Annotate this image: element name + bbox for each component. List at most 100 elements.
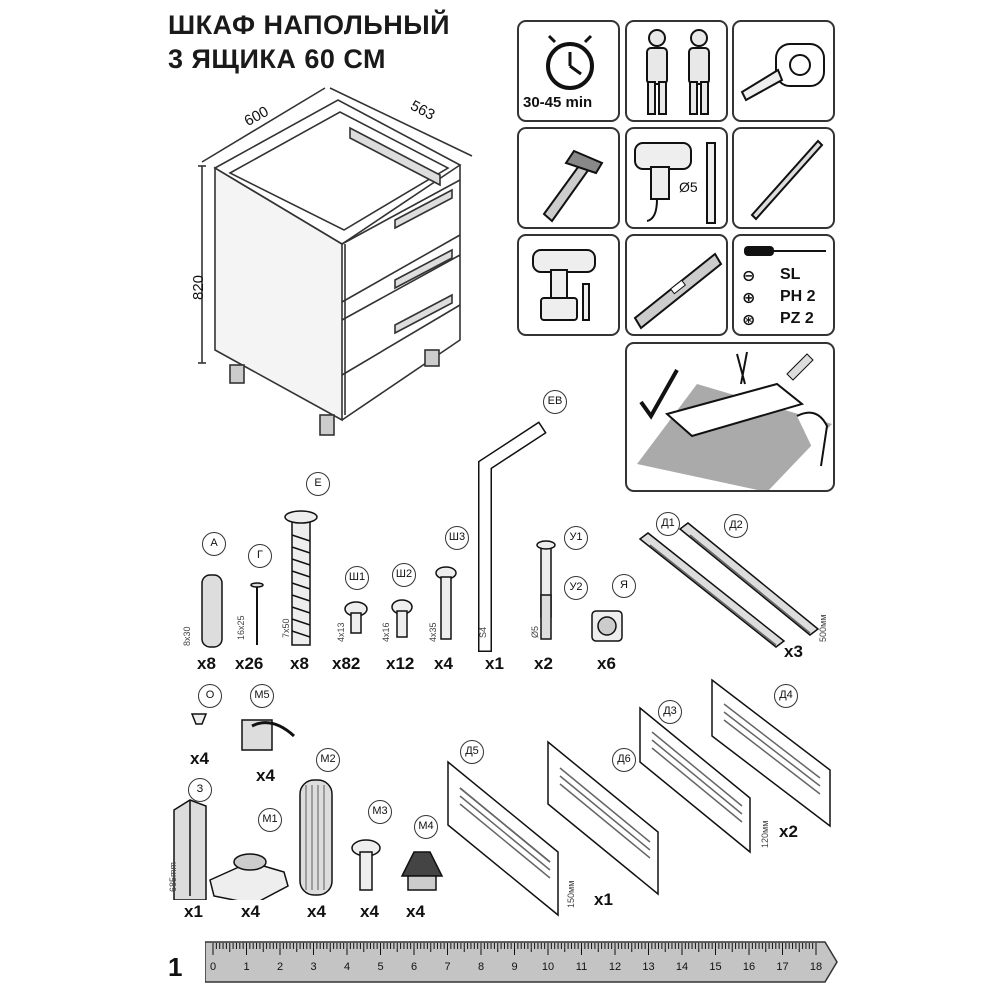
part-count-d12: x3 — [784, 642, 803, 661]
ph2-symbol: ⊕ — [742, 290, 756, 307]
part-size-eb: S4 — [478, 626, 488, 638]
pencil-icon — [750, 139, 824, 221]
part-label-d3: Д3 — [658, 700, 682, 724]
ruler-number: 5 — [377, 961, 383, 973]
part-label-d2: Д2 — [724, 514, 748, 538]
ruler-number: 1 — [243, 961, 249, 973]
part-count-m2: x4 — [307, 902, 326, 921]
part-label-u2: У2 — [564, 576, 588, 600]
part-count-sh3: x4 — [434, 654, 453, 673]
part-count-d56: x1 — [594, 890, 613, 909]
pz2-symbol: ⊛ — [742, 312, 756, 329]
ruler-number: 12 — [609, 961, 621, 973]
tile-cordless-drill — [517, 234, 620, 336]
part-size-d5: 150мм — [566, 880, 576, 908]
drill-bit-label: Ø5 — [679, 179, 698, 195]
part-label-g: Г — [248, 544, 272, 568]
part-label-u1: У1 — [564, 526, 588, 550]
part-size-d2: 500мм — [818, 614, 828, 642]
part-label-sh3: Ш3 — [445, 526, 469, 550]
ruler-number: 6 — [411, 961, 417, 973]
part-label-m1: М1 — [258, 808, 282, 832]
part-label-d1: Д1 — [656, 512, 680, 536]
part-count-m1: x4 — [241, 902, 260, 921]
part-size-sh1: 4x13 — [336, 622, 346, 642]
clock-icon — [546, 34, 594, 90]
tile-two-persons — [625, 20, 728, 122]
part-label-sh1: Ш1 — [345, 566, 369, 590]
part-size-a: 8x30 — [182, 626, 192, 646]
part-label-a: A — [202, 532, 226, 556]
part-count-eb: x1 — [485, 654, 504, 673]
title-line-1: ШКАФ НАПОЛЬНЫЙ — [168, 10, 451, 40]
part-count-g: x26 — [235, 654, 264, 673]
drawer-sides-drawing — [447, 678, 831, 917]
tile-screwdrivers: ⊖ SL ⊕ PH 2 ⊛ PZ 2 — [732, 234, 835, 336]
part-label-m3: М3 — [368, 800, 392, 824]
part-count-ya: x6 — [597, 654, 616, 673]
part-count-m4: x4 — [406, 902, 425, 921]
ruler-number: 7 — [444, 961, 450, 973]
part-count-sh2: x12 — [386, 654, 415, 673]
tile-unpacking — [625, 342, 835, 492]
part-count-d34: x2 — [779, 822, 798, 841]
part-count-e: x8 — [290, 654, 309, 673]
tile-drill: Ø5 — [625, 127, 728, 229]
page-number: 1 — [168, 952, 183, 982]
ruler-number: 9 — [511, 961, 517, 973]
part-count-z: x1 — [184, 902, 203, 921]
spirit-level-icon — [633, 252, 723, 330]
cordless-drill-icon — [532, 249, 596, 321]
tile-tape-measure — [732, 20, 835, 122]
part-count-m5: x4 — [256, 766, 275, 785]
hammer-icon — [542, 149, 604, 223]
sl-symbol: ⊖ — [742, 268, 756, 285]
part-size-g: 16x25 — [236, 615, 246, 640]
ruler-number: 0 — [210, 961, 216, 973]
tile-level — [625, 234, 728, 336]
part-count-sh1: x82 — [332, 654, 361, 673]
part-label-e: E — [306, 472, 330, 496]
ph2-label: PH 2 — [780, 288, 816, 305]
part-label-d6: Д6 — [612, 748, 636, 772]
cabinet-height-label: 820 — [190, 274, 207, 300]
assembly-time-label: 30-45 min — [523, 94, 593, 111]
tile-assembly-time: 30-45 min — [517, 20, 620, 122]
ruler-number: 2 — [277, 961, 283, 973]
part-label-ya: Я — [612, 574, 636, 598]
title-line-2: 3 ЯЩИКА 60 СМ — [168, 44, 386, 74]
part-count-a: x8 — [197, 654, 216, 673]
part-label-m4: М4 — [414, 815, 438, 839]
part-label-d4: Д4 — [774, 684, 798, 708]
ruler-number: 8 — [478, 961, 484, 973]
part-label-sh2: Ш2 — [392, 563, 416, 587]
screwdriver-icon — [744, 246, 826, 256]
ruler-number: 17 — [776, 961, 788, 973]
part-size-d3: 120мм — [760, 820, 770, 848]
part-label-z: З — [188, 778, 212, 802]
part-label-m5: М5 — [250, 684, 274, 708]
part-count-u: x2 — [534, 654, 553, 673]
part-size-sh2: 4x16 — [381, 622, 391, 642]
part-label-m2: М2 — [316, 748, 340, 772]
ruler-number: 15 — [709, 961, 721, 973]
ruler-number: 3 — [310, 961, 316, 973]
part-size-sh3: 4x35 — [428, 622, 438, 642]
part-count-m3: x4 — [360, 902, 379, 921]
two-persons-icon — [646, 29, 710, 115]
ruler-number: 13 — [642, 961, 654, 973]
part-size-u2: Ø5 — [530, 625, 540, 638]
part-label-d5: Д5 — [460, 740, 484, 764]
part-size-e: 7x50 — [281, 618, 291, 638]
tape-measure-icon — [740, 43, 825, 102]
ruler-number: 10 — [542, 961, 554, 973]
dowel-drawing — [201, 574, 223, 648]
tile-pencil — [732, 127, 835, 229]
part-count-o: x4 — [190, 749, 209, 768]
hardware-drawings-row2 — [173, 713, 444, 900]
ruler-number: 11 — [576, 961, 587, 973]
ruler-number: 16 — [743, 961, 755, 973]
ruler-number: 14 — [676, 961, 688, 973]
